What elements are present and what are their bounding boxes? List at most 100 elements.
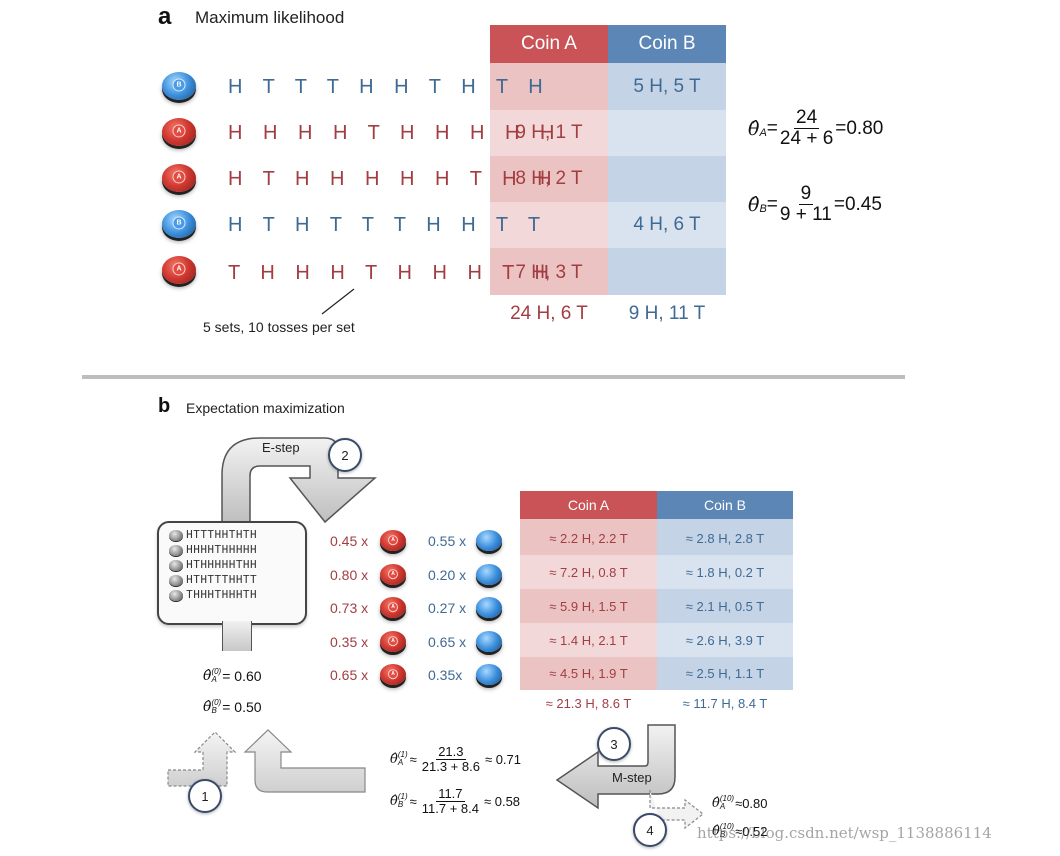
em-coin-a-column-bg	[520, 491, 657, 690]
coin-a-count: 9 H, 1 T	[515, 122, 583, 143]
coin-a-icon: A	[380, 564, 406, 585]
section-divider	[82, 375, 905, 379]
weight-a: 0.65 x	[330, 667, 369, 683]
step-3-badge: 3	[597, 727, 631, 761]
data-box-stem	[222, 621, 252, 651]
coin-b-icon	[476, 564, 502, 585]
mini-coin-icon	[169, 530, 183, 541]
coin-b-icon: B	[162, 210, 196, 238]
theta-a-final: θ̂(10)A≈0.80	[712, 794, 768, 811]
coin-a-icon: A	[380, 597, 406, 618]
watermark: https://blog.csdn.net/wsp_1138886114	[697, 824, 992, 842]
coin-b-icon	[476, 597, 502, 618]
em-coin-b-count: ≈ 2.5 H, 1.1 T	[685, 666, 765, 681]
annotation-label: 5 sets, 10 tosses per set	[203, 319, 355, 335]
coin-b-count: 5 H, 5 T	[633, 76, 701, 97]
coin-a-count	[490, 64, 608, 110]
coin-b-icon: B	[162, 72, 196, 100]
weight-b: 0.55 x	[428, 533, 467, 549]
mini-coin-icon	[169, 545, 183, 556]
weight-b: 0.20 x	[428, 567, 467, 583]
coin-a-column-bg	[490, 25, 608, 295]
em-coin-b-count: ≈ 1.8 H, 0.2 T	[685, 564, 765, 580]
coin-a-icon: A	[380, 631, 406, 652]
e-step-arrow	[221, 437, 377, 526]
toss-sequence: H H H H T H H H H H	[228, 122, 562, 144]
step-4-badge: 4	[633, 813, 667, 847]
theta-b-final: θ̂(10)B≈0.52	[712, 822, 768, 839]
table-row-stripe	[490, 110, 726, 156]
coin-b-header: Coin B	[608, 25, 726, 63]
table-row-stripe	[520, 555, 793, 589]
theta-symbol: θ̂	[748, 117, 760, 140]
coin-a-count	[490, 202, 608, 248]
toss-sequence: H T T T H H T H T H	[228, 76, 551, 98]
mini-sequence: HTHHHHHTHH	[186, 559, 258, 572]
panel-b-title: Expectation maximization	[186, 400, 345, 416]
coin-a-icon: A	[380, 530, 406, 551]
weight-a: 0.45 x	[330, 533, 369, 549]
step-1-arrows	[167, 729, 366, 793]
em-coin-b-count: ≈ 2.1 H, 0.5 T	[685, 598, 765, 614]
toss-sequence: H T H T T T H H T T	[228, 214, 548, 236]
toss-sequence: T H H H T H H H T H	[228, 262, 557, 284]
step-2-badge: 2	[328, 438, 362, 472]
coin-b-count	[608, 156, 726, 202]
em-coin-b-header: Coin B	[657, 491, 793, 519]
weight-b: 0.65 x	[428, 634, 467, 650]
em-coin-a-count: ≈ 7.2 H, 0.8 T	[549, 564, 628, 580]
panel-a-title: Maximum likelihood	[195, 8, 345, 27]
theta-symbol: θ̂	[748, 193, 760, 216]
em-coin-a-total: ≈ 21.3 H, 8.6 T	[545, 695, 632, 711]
em-coin-b-column-bg	[657, 491, 793, 690]
coin-a-icon: A	[162, 164, 196, 192]
weight-a: 0.80 x	[330, 567, 369, 583]
toss-sequence: H T H H H H H T H H	[228, 168, 560, 190]
mini-coin-icon	[169, 560, 183, 571]
em-coin-b-total: ≈ 11.7 H, 8.4 T	[682, 695, 768, 711]
weight-b: 0.27 x	[428, 600, 467, 616]
weight-a: 0.73 x	[330, 600, 369, 616]
coin-a-icon: A	[380, 664, 406, 685]
panel-a-letter: a	[158, 3, 172, 30]
panel-b-letter: b	[158, 395, 171, 417]
coin-b-count	[608, 250, 726, 296]
em-coin-a-count: ≈ 5.9 H, 1.5 T	[549, 598, 628, 614]
coin-a-total: 24 H, 6 T	[510, 303, 588, 324]
em-coin-b-count: ≈ 2.6 H, 3.9 T	[685, 632, 765, 648]
em-coin-a-header: Coin A	[520, 491, 657, 519]
coin-b-icon	[476, 530, 502, 551]
em-coin-b-count: ≈ 2.8 H, 2.8 T	[685, 530, 765, 546]
theta-b-initial: θ̂(0)B= 0.50	[203, 698, 262, 716]
coin-a-count: 7 H, 3 T	[515, 262, 583, 283]
coin-b-count: 4 H, 6 T	[633, 214, 701, 235]
mini-coin-icon	[169, 575, 183, 586]
mini-sequence: HTTTHHTHTH	[186, 529, 258, 542]
weight-b: 0.35x	[428, 667, 463, 683]
coin-b-icon	[476, 664, 502, 685]
mini-sequence: HTHTTTHHTT	[186, 574, 258, 587]
em-coin-a-count: ≈ 2.2 H, 2.2 T	[549, 530, 628, 546]
coin-a-icon: A	[162, 118, 196, 146]
coin-a-header: Coin A	[490, 25, 608, 63]
annotation-pointer	[321, 288, 355, 315]
coin-a-count: 8 H, 2 T	[515, 168, 583, 189]
table-row-stripe	[520, 623, 793, 657]
table-row-stripe	[490, 202, 726, 248]
step-1-badge: 1	[188, 779, 222, 813]
coin-b-count	[608, 110, 726, 156]
coin-a-icon: A	[162, 256, 196, 284]
m-step-arrow	[555, 724, 676, 810]
mini-sequence: HHHHTHHHHH	[186, 544, 258, 557]
theta-a-initial: θ̂(0)A= 0.60	[203, 667, 262, 685]
coin-b-icon	[476, 631, 502, 652]
mini-coin-icon	[169, 590, 183, 601]
m-step-label: M-step	[612, 770, 652, 785]
weight-a: 0.35 x	[330, 634, 369, 650]
em-coin-a-count: ≈ 4.5 H, 1.9 T	[549, 666, 628, 681]
coin-b-total: 9 H, 11 T	[628, 303, 706, 324]
